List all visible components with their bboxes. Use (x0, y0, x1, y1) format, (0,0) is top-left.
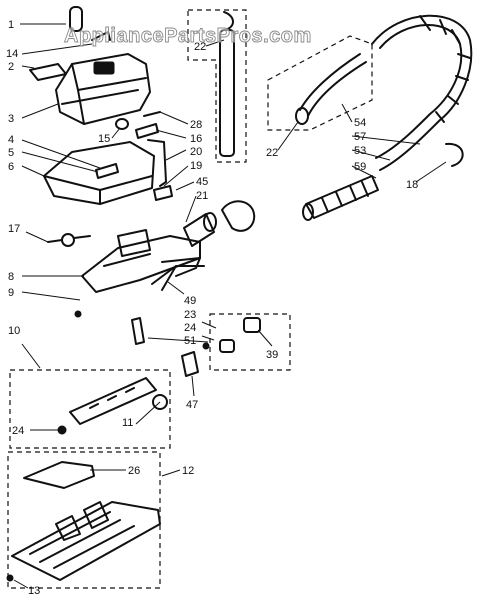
label-part-1: 1 (8, 19, 14, 31)
part-8-chassis (81, 229, 201, 293)
label-part-22-hose: 22 (266, 147, 278, 159)
label-part-54: 54 (354, 117, 366, 129)
part-59-nozzle (302, 175, 379, 221)
part-6-baseplate (43, 141, 155, 205)
label-part-20: 20 (190, 146, 202, 158)
part-22-wand (187, 9, 247, 163)
part-10-brush-roll-box (9, 369, 171, 449)
part-14-pin (91, 31, 111, 41)
label-part-57: 57 (354, 131, 366, 143)
label-part-24-lower: 24 (12, 425, 24, 437)
part-51-bracket (131, 317, 145, 345)
part-47-wheel (181, 351, 199, 377)
part-3-housing (55, 53, 151, 125)
label-part-59: 59 (354, 161, 366, 173)
leader-lines (13, 23, 447, 589)
label-part-11: 11 (122, 417, 133, 429)
part-number-labels: 1 14 2 3 4 5 6 15 28 16 20 19 45 21 22 2… (6, 19, 418, 597)
label-part-5: 5 (8, 147, 14, 159)
part-39-wheel-assembly (202, 313, 291, 371)
label-part-6: 6 (8, 161, 14, 173)
label-part-12: 12 (182, 465, 194, 477)
label-part-24-upper: 24 (184, 322, 196, 334)
label-part-8: 8 (8, 271, 14, 283)
label-part-13: 13 (28, 585, 40, 597)
part-20-rod (147, 139, 167, 187)
label-part-49: 49 (184, 295, 196, 307)
label-part-19: 19 (190, 160, 202, 172)
part-53-hose (371, 14, 473, 171)
label-part-17: 17 (8, 223, 20, 235)
label-part-2: 2 (8, 61, 14, 73)
part-45-belt (221, 200, 256, 232)
label-part-53: 53 (354, 145, 366, 157)
label-part-3: 3 (8, 113, 14, 125)
watermark-text: AppliancePartsPros.com (64, 25, 312, 47)
label-part-18: 18 (406, 179, 418, 191)
part-19-switch (153, 185, 173, 201)
part-9-screw (74, 310, 82, 318)
label-part-14: 14 (6, 48, 18, 60)
part-49-wire (151, 265, 205, 291)
part-28-clip (143, 111, 161, 117)
part-54-hose-section (267, 35, 373, 131)
label-part-47: 47 (186, 399, 198, 411)
label-part-22-wand: 22 (194, 41, 206, 53)
part-17-spring (47, 233, 91, 247)
part-13-screw (6, 574, 14, 582)
part-18-clip-ring (445, 142, 464, 167)
label-part-45: 45 (196, 176, 208, 188)
part-12-bottom-plate-box (7, 451, 161, 589)
label-part-9: 9 (8, 287, 14, 299)
label-part-39: 39 (266, 349, 278, 361)
part-2-pad (29, 63, 67, 81)
part-15-knob (115, 118, 129, 130)
label-part-28: 28 (190, 119, 202, 131)
label-part-21: 21 (196, 190, 208, 202)
label-part-10: 10 (8, 325, 20, 337)
label-part-15: 15 (98, 133, 110, 145)
label-part-23: 23 (184, 309, 196, 321)
label-part-51: 51 (184, 335, 196, 347)
part-16-bracket (135, 123, 159, 139)
label-part-26: 26 (128, 465, 140, 477)
label-part-16: 16 (190, 133, 202, 145)
part-1-tube (69, 6, 83, 32)
label-part-4: 4 (8, 134, 14, 146)
